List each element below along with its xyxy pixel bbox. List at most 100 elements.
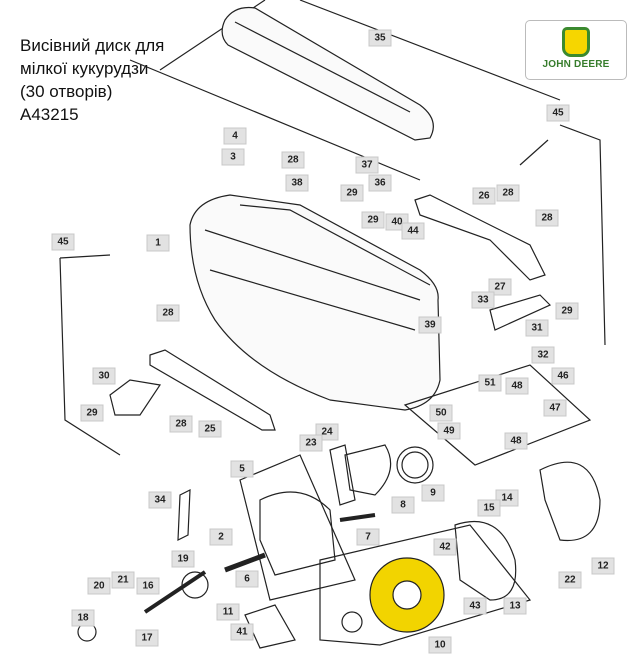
part-number-text: 47 xyxy=(549,403,561,414)
part-number-text: 39 xyxy=(424,320,436,331)
part-label-49: 49 xyxy=(437,422,461,440)
part-label-36: 36 xyxy=(368,174,392,192)
housing-box xyxy=(239,454,356,601)
title-line-1: Висівний диск для xyxy=(20,36,165,55)
part-number-text: 27 xyxy=(494,282,506,293)
part-label-48: 48 xyxy=(505,377,529,395)
part-label-30: 30 xyxy=(92,367,116,385)
cover-12 xyxy=(539,461,601,542)
part-number-text: 28 xyxy=(175,419,187,430)
part-number-text: 45 xyxy=(552,108,564,119)
part-label-45: 45 xyxy=(546,104,570,122)
part-number-text: 21 xyxy=(117,575,129,586)
rod-right-end xyxy=(519,139,549,166)
part-number-text: 22 xyxy=(564,575,576,586)
part-label-29: 29 xyxy=(555,302,579,320)
hopper-body xyxy=(189,194,441,411)
part-number-text: 20 xyxy=(93,581,105,592)
part-number-text: 9 xyxy=(430,488,436,499)
part-label-48: 48 xyxy=(504,432,528,450)
part-label-16: 16 xyxy=(136,577,160,595)
part-number-text: 29 xyxy=(561,306,573,317)
part-label-22: 22 xyxy=(558,571,582,589)
part-number-text: 14 xyxy=(501,493,513,504)
part-number-text: 50 xyxy=(435,408,447,419)
logo-text: JOHN DEERE xyxy=(542,59,610,70)
part-number-text: 16 xyxy=(142,581,154,592)
part-label-8: 8 xyxy=(391,496,415,514)
part-number-text: 5 xyxy=(239,464,245,475)
part-number-text: 18 xyxy=(77,613,89,624)
john-deere-logo: JOHN DEERE xyxy=(525,20,627,80)
part-label-29: 29 xyxy=(361,211,385,229)
part-number-text: 1 xyxy=(155,238,161,249)
part-label-42: 42 xyxy=(433,538,457,556)
part-label-2: 2 xyxy=(209,528,233,546)
part-number-text: 31 xyxy=(531,323,543,334)
part-number-text: 11 xyxy=(223,607,234,618)
hub-part xyxy=(341,611,363,633)
part-number-text: 26 xyxy=(478,191,490,202)
part-label-38: 38 xyxy=(285,174,309,192)
part-label-34: 34 xyxy=(148,491,172,509)
bracket-30 xyxy=(109,379,162,416)
part-number-text: 33 xyxy=(477,295,489,306)
part-number-text: 3 xyxy=(230,152,236,163)
bracket-26 xyxy=(414,194,546,281)
part-number-text: 28 xyxy=(541,213,553,224)
part-number-text: 24 xyxy=(321,427,333,438)
part-number-text: 12 xyxy=(597,561,609,572)
part-label-35: 35 xyxy=(368,29,392,47)
plate-41 xyxy=(244,604,296,649)
part-number-text: 41 xyxy=(236,627,248,638)
part-number-text: 15 xyxy=(483,503,495,514)
bracket-25 xyxy=(149,349,276,431)
part-label-5: 5 xyxy=(230,460,254,478)
part-label-28: 28 xyxy=(156,304,180,322)
bracket-34 xyxy=(177,489,191,541)
part-number-text: 29 xyxy=(86,408,98,419)
part-number-text: 37 xyxy=(361,160,373,171)
part-label-44: 44 xyxy=(401,222,425,240)
part-number-text: 2 xyxy=(218,532,224,543)
part-label-21: 21 xyxy=(111,571,135,589)
hopper-lid xyxy=(129,0,561,181)
part-number-text: 43 xyxy=(469,601,481,612)
part-number-text: 28 xyxy=(162,308,174,319)
part-label-27: 27 xyxy=(488,278,512,296)
part-number-text: 45 xyxy=(57,237,69,248)
part-label-4: 4 xyxy=(223,127,247,145)
bolt-7 xyxy=(339,513,376,522)
part-number-text: 25 xyxy=(204,424,216,435)
part-label-10: 10 xyxy=(428,636,452,654)
rod-left xyxy=(59,254,121,456)
part-number-text: 36 xyxy=(374,178,386,189)
part-label-39: 39 xyxy=(418,316,442,334)
part-label-7: 7 xyxy=(356,528,380,546)
part-label-15: 15 xyxy=(477,499,501,517)
part-label-13: 13 xyxy=(503,597,527,615)
part-label-37: 37 xyxy=(355,156,379,174)
part-number-text: 23 xyxy=(305,438,317,449)
part-label-51: 51 xyxy=(478,374,502,392)
bracket-27 xyxy=(489,294,552,331)
part-number-text: 4 xyxy=(232,131,238,142)
part-number-text: 10 xyxy=(434,640,446,651)
part-label-29: 29 xyxy=(80,404,104,422)
part-number-text: 44 xyxy=(407,226,419,237)
part-label-25: 25 xyxy=(198,420,222,438)
part-label-29: 29 xyxy=(340,184,364,202)
part-label-50: 50 xyxy=(429,404,453,422)
part-label-33: 33 xyxy=(471,291,495,309)
part-number-text: 42 xyxy=(439,542,451,553)
part-label-31: 31 xyxy=(525,319,549,337)
part-label-45: 45 xyxy=(51,233,75,251)
part-label-26: 26 xyxy=(472,187,496,205)
title-line-2: мілкої кукурудзи xyxy=(20,59,149,78)
shaft-6 xyxy=(224,552,266,573)
title-line-3: (30 отворів) xyxy=(20,82,113,101)
part-label-12: 12 xyxy=(591,557,615,575)
part-label-43: 43 xyxy=(463,597,487,615)
part-label-28: 28 xyxy=(169,415,193,433)
part-label-1: 1 xyxy=(146,234,170,252)
